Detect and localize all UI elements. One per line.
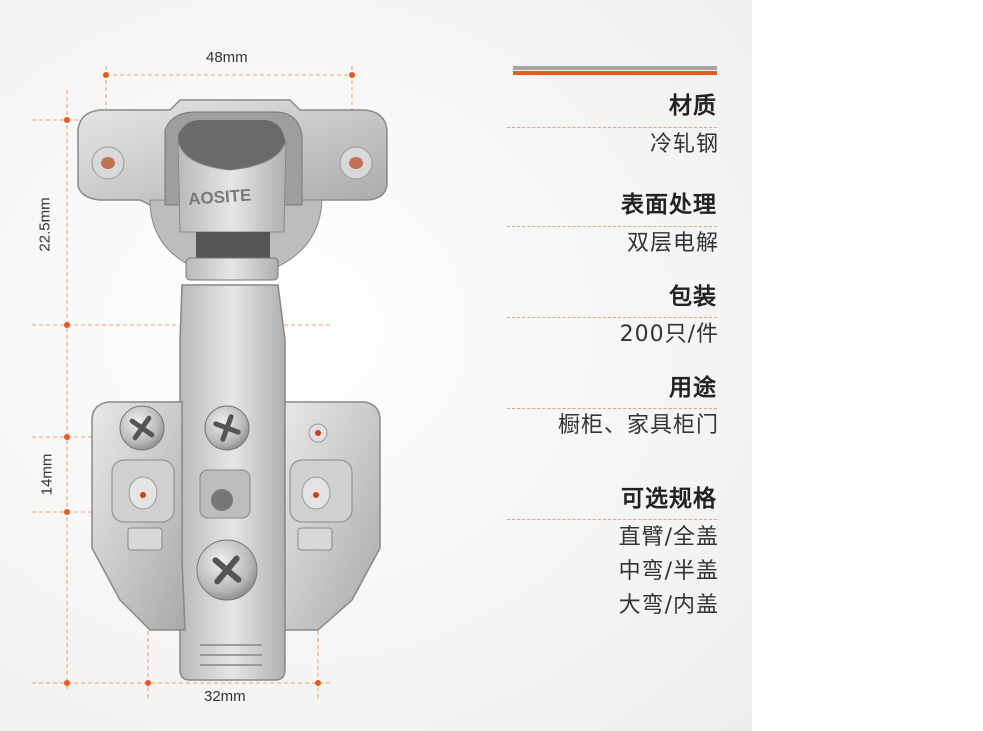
- spec-value-option-1: 直臂/全盖: [618, 525, 719, 550]
- spec-title-material: 材质: [669, 93, 717, 119]
- spec-value-surface: 双层电解: [626, 231, 719, 256]
- spec-divider: [507, 317, 717, 318]
- dimension-bottom-width: 32mm: [204, 688, 246, 705]
- hinge-illustration: AOSITE: [32, 66, 388, 700]
- spec-panel-background: [752, 0, 983, 731]
- accent-bar-orange: [513, 71, 717, 75]
- spec-divider: [507, 519, 717, 520]
- accent-bar-gray: [513, 66, 717, 70]
- dimension-plate-height: 14mm: [38, 453, 56, 496]
- dimension-cup-height: 22.5mm: [36, 197, 54, 252]
- spec-title-usage: 用途: [669, 375, 717, 401]
- spec-value-material: 冷轧钢: [649, 132, 719, 157]
- spec-value-option-2: 中弯/半盖: [618, 559, 719, 584]
- dimension-top-width: 48mm: [206, 49, 248, 66]
- spec-value-usage: 橱柜、家具柜门: [557, 413, 719, 438]
- dimension-markers: [64, 72, 355, 686]
- spec-divider: [507, 408, 717, 409]
- spec-title-surface: 表面处理: [621, 192, 717, 218]
- spec-title-packaging: 包装: [669, 284, 717, 310]
- spec-divider: [507, 226, 717, 227]
- spec-value-packaging: 200只/件: [619, 322, 719, 347]
- spec-title-options: 可选规格: [621, 486, 717, 512]
- spec-divider: [507, 127, 717, 128]
- brand-logo: AOSITE: [188, 186, 252, 209]
- spec-value-option-3: 大弯/内盖: [618, 593, 719, 618]
- screw-heads: [119, 405, 258, 601]
